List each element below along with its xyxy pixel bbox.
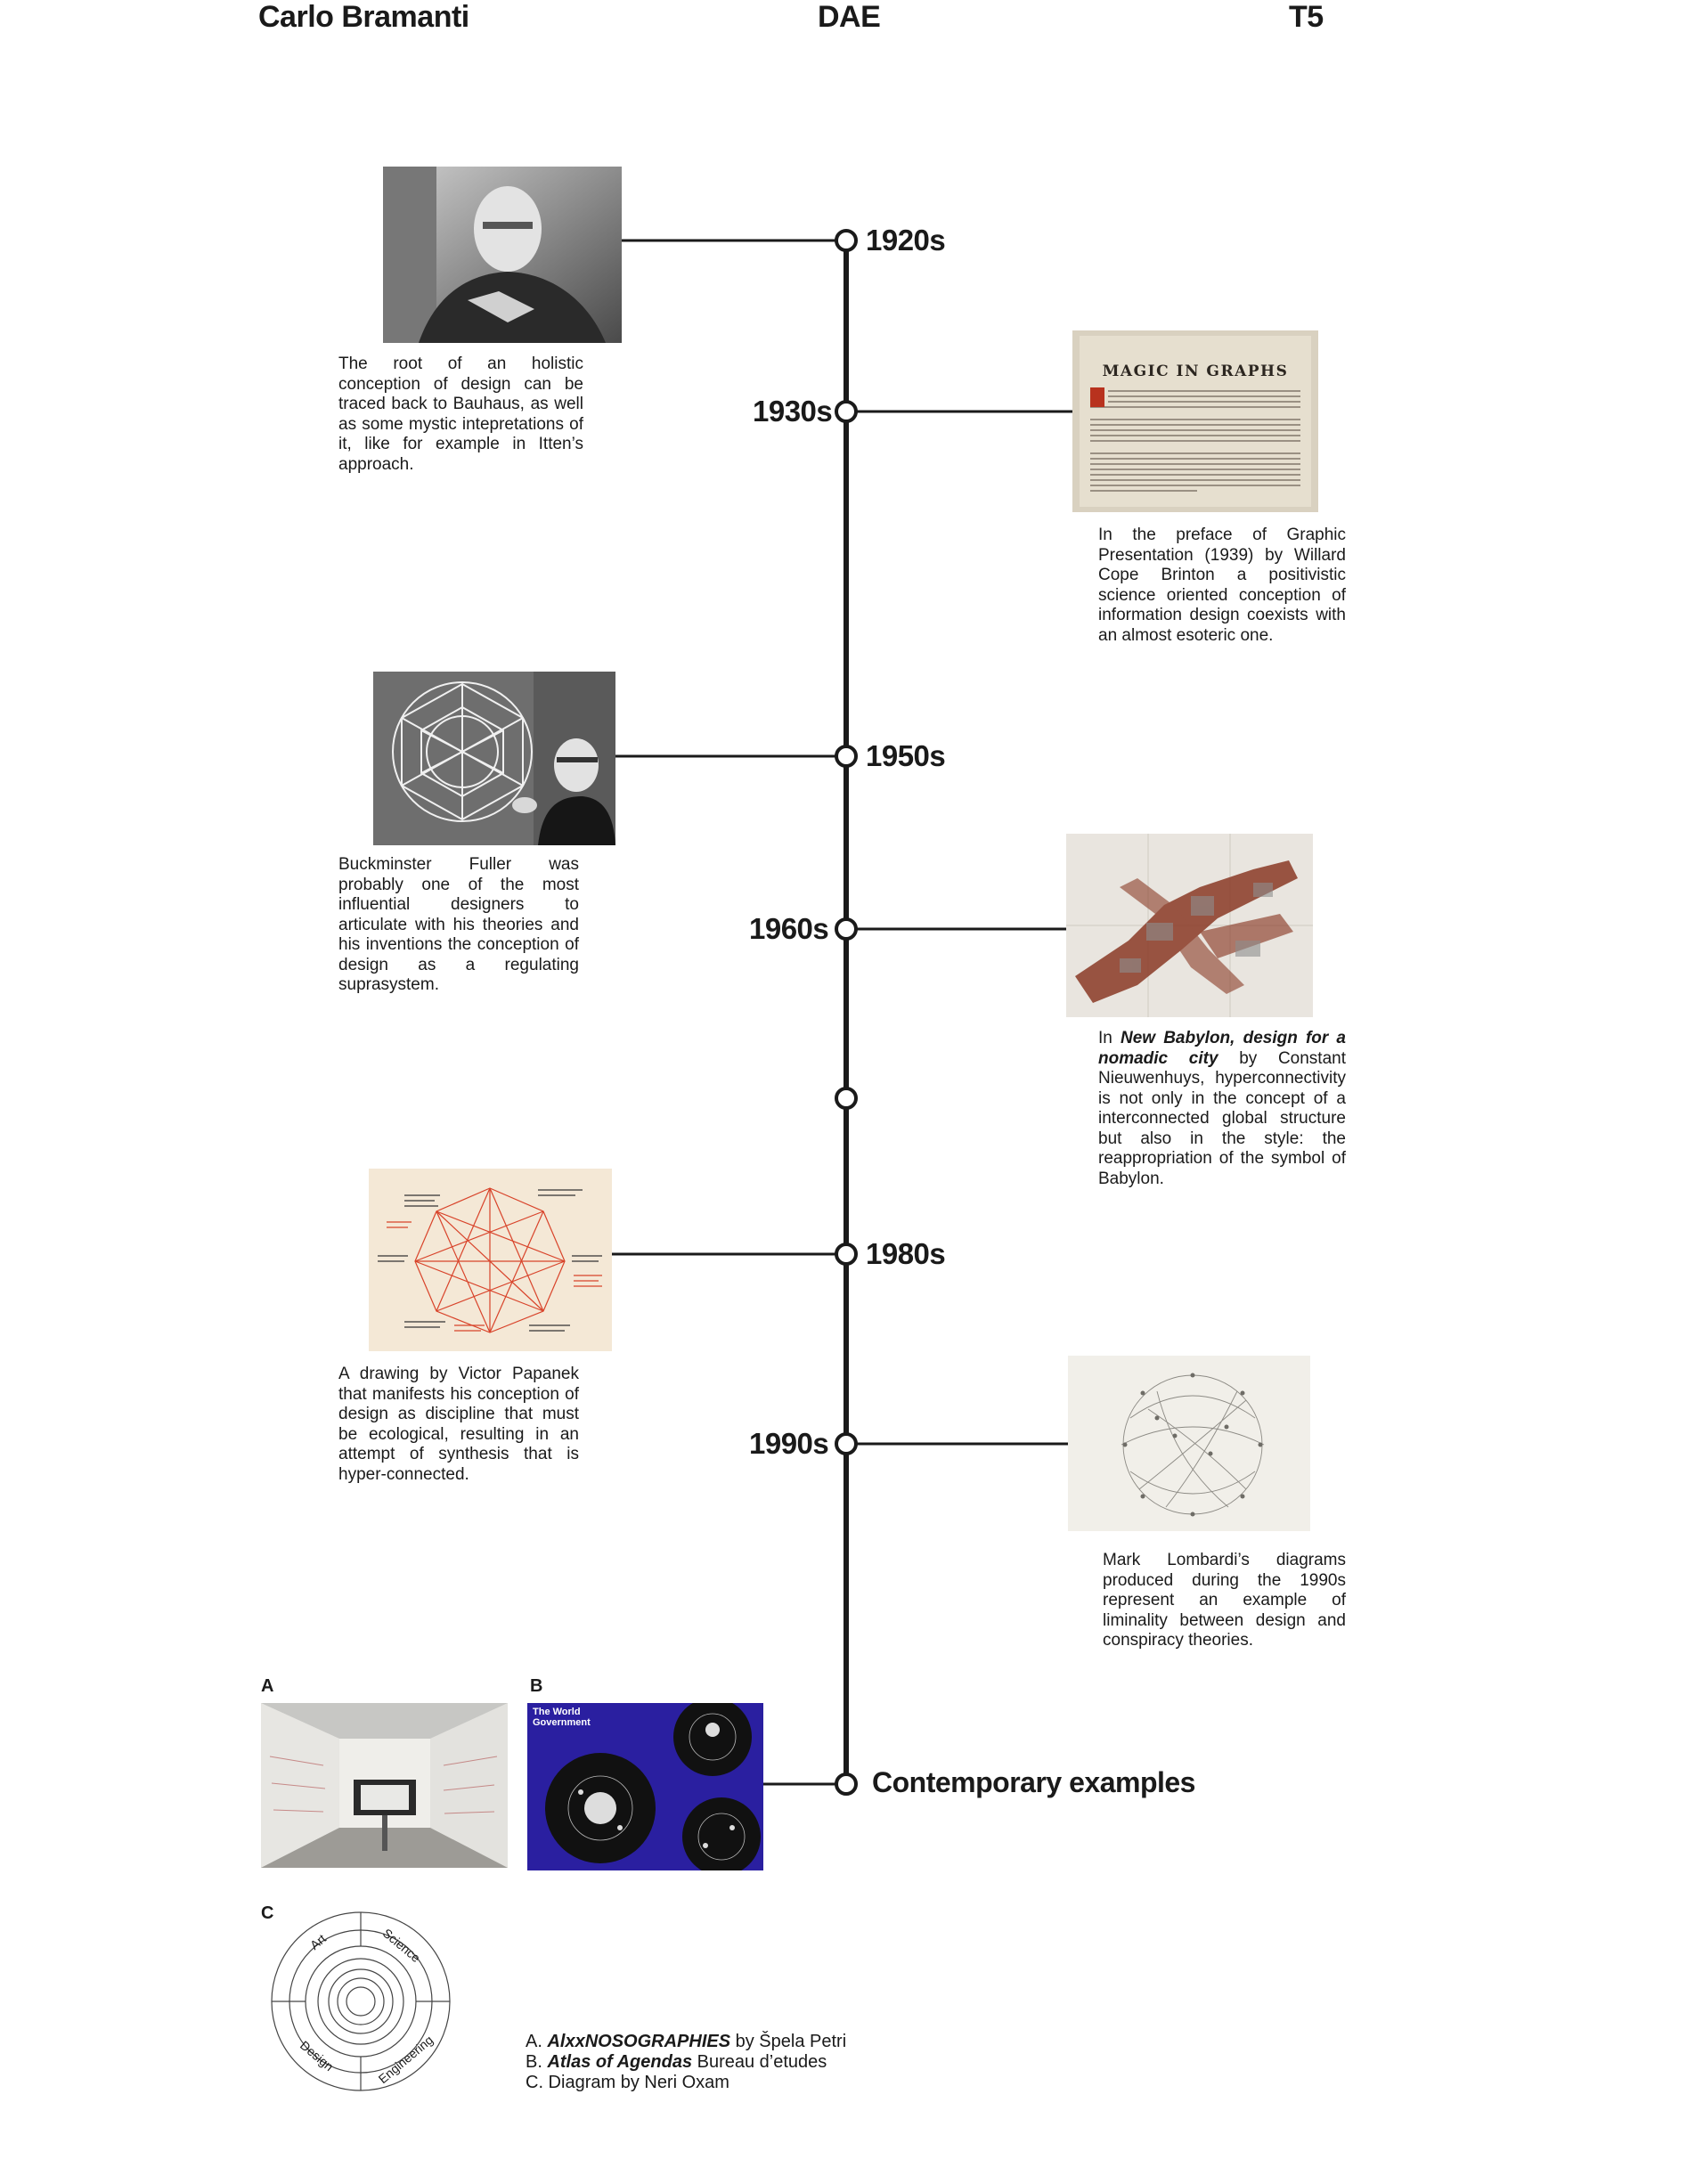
example-c-neri-oxman-diagram: Art Science Design Engineering	[267, 1906, 454, 2093]
atlas-title: The World Government	[533, 1707, 591, 1728]
node-1950s	[835, 745, 858, 768]
node-contemporary	[835, 1772, 858, 1796]
footnote-b-rest: Bureau d’etudes	[692, 2052, 827, 2072]
node-1960s	[835, 917, 858, 941]
footnote-a: A. AlxxNOSOGRAPHIES by Špela Petri	[526, 2032, 846, 2052]
new-babylon-map	[1066, 834, 1313, 1017]
footnote-c: C. Diagram by Neri Oxam	[526, 2073, 729, 2092]
caption-lombardi: Mark Lombardi’s diagrams produced during…	[1103, 1551, 1346, 1650]
node-1970s-unlabeled	[835, 1087, 858, 1110]
label-1990s: 1990s	[749, 1427, 829, 1460]
label-contemporary: Contemporary examples	[872, 1766, 1195, 1798]
magic-in-graphs-title: MAGIC IN GRAPHS	[1102, 363, 1289, 380]
example-a-gallery-photo	[261, 1703, 508, 1868]
author-name: Carlo Bramanti	[258, 0, 469, 34]
label-1960s: 1960s	[749, 912, 829, 945]
caption-itten: The root of an holistic conception of de…	[338, 354, 583, 474]
label-1950s: 1950s	[866, 739, 946, 772]
footnote-b-title: Atlas of Agendas	[547, 2052, 693, 2072]
magic-in-graphs-page: MAGIC IN GRAPHS	[1072, 330, 1318, 512]
node-1930s	[835, 400, 858, 423]
caption-new-babylon: In New Babylon, design for a nomadic cit…	[1098, 1029, 1346, 1189]
label-1980s: 1980s	[866, 1237, 946, 1270]
footnote-b: B. Atlas of Agendas Bureau d’etudes	[526, 2052, 827, 2073]
example-b-atlas-of-agendas: The World Government	[527, 1703, 763, 1870]
buckminster-fuller-photo	[373, 672, 615, 845]
papanek-drawing	[369, 1169, 612, 1351]
course-code: DAE	[818, 0, 881, 34]
node-1920s	[835, 229, 858, 252]
label-1930s: 1930s	[753, 395, 833, 428]
caption-papanek: A drawing by Victor Papanek that manifes…	[338, 1365, 579, 1484]
task-code: T5	[1289, 0, 1324, 34]
example-label-c: C	[261, 1903, 274, 1923]
itten-portrait-photo	[383, 167, 622, 343]
lombardi-diagram	[1068, 1356, 1310, 1531]
caption-brinton: In the preface of Graphic Presentation (…	[1098, 526, 1346, 645]
caption-new-babylon-post: by Constant Nieuwenhuys, hyperconnectivi…	[1098, 1048, 1346, 1188]
label-1920s: 1920s	[866, 224, 946, 257]
footnote-b-prefix: B.	[526, 2052, 548, 2072]
caption-new-babylon-pre: In	[1098, 1029, 1121, 1047]
caption-new-babylon-title: New Babylon, design for a nomadic city	[1098, 1029, 1346, 1068]
footnote-a-title: AlxxNOSOGRAPHIES	[547, 2032, 731, 2051]
footnote-a-prefix: A.	[526, 2032, 548, 2051]
node-1990s	[835, 1432, 858, 1455]
example-label-b: B	[530, 1676, 543, 1696]
node-1980s	[835, 1243, 858, 1266]
footnote-a-rest: by Špela Petri	[730, 2032, 847, 2051]
caption-fuller: Buckminster Fuller was probably one of t…	[338, 855, 579, 994]
example-label-a: A	[261, 1676, 274, 1696]
